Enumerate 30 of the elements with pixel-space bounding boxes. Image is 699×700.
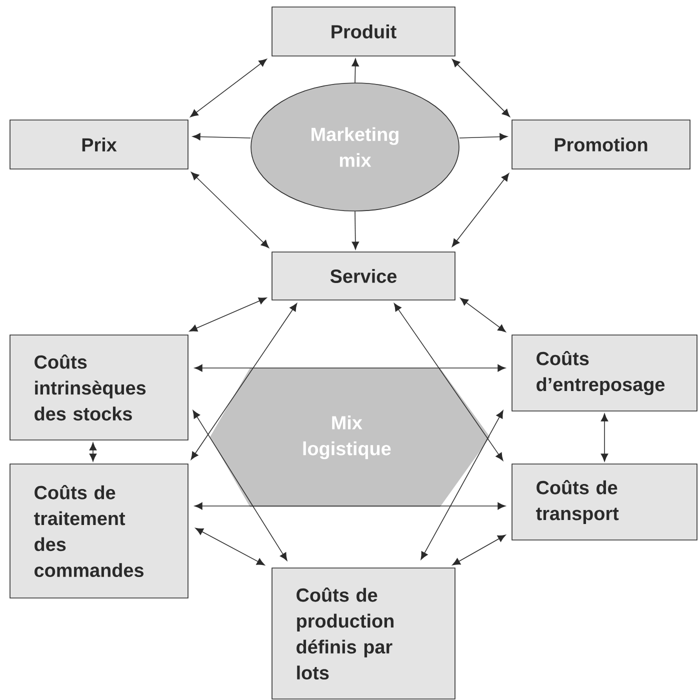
arrow (452, 173, 510, 247)
arrow (600, 413, 608, 462)
arrow (190, 58, 267, 118)
arrow (460, 298, 506, 332)
box: Coûts intrinsèques des stocks (10, 334, 188, 440)
hexagon: Mix logistique (210, 368, 490, 507)
box: Coûts de traitement des commandes (10, 464, 188, 598)
arrow (190, 303, 298, 460)
box: Coûts d’entreposage (512, 334, 698, 412)
box: Produit (272, 6, 456, 56)
arrow (194, 364, 506, 372)
arrow (192, 133, 251, 140)
box: Coûts de production définis par lots (272, 568, 456, 700)
box: Prix (10, 120, 188, 170)
box: Coûts de transport (512, 464, 698, 540)
arrow (352, 211, 360, 250)
arrow (89, 442, 97, 462)
arrow (452, 534, 506, 566)
arrow (189, 297, 267, 332)
arrow (191, 172, 269, 248)
arrow (192, 410, 288, 561)
arrow (452, 59, 510, 117)
arrow (459, 133, 508, 140)
arrow (394, 303, 504, 461)
box: Promotion (512, 120, 690, 170)
arrow (352, 58, 359, 83)
box: Service (272, 252, 456, 300)
arrow (195, 528, 265, 566)
arrow (194, 502, 506, 510)
arrow (420, 410, 504, 560)
